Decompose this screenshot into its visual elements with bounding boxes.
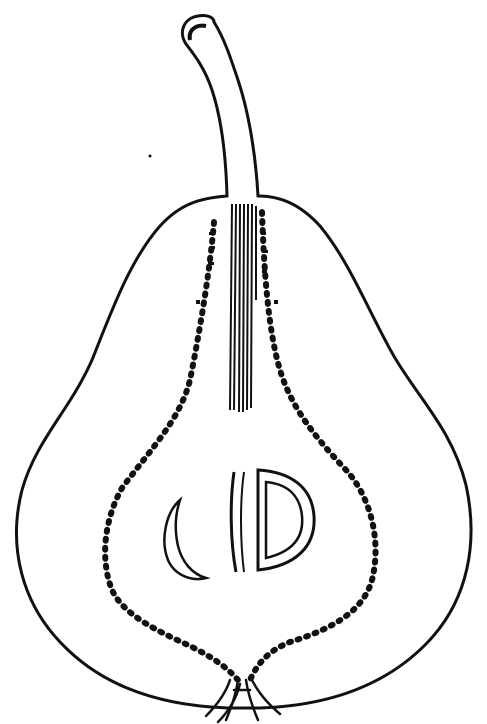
stem-tip-shade bbox=[190, 26, 206, 40]
core-dotted-outline-left bbox=[105, 222, 238, 680]
stem-right-edge bbox=[214, 22, 258, 196]
seed-center-edge bbox=[241, 472, 244, 572]
seed-right-inner bbox=[266, 482, 302, 558]
stem-left-edge bbox=[186, 44, 227, 196]
ink-speck bbox=[149, 155, 152, 158]
core-strands bbox=[230, 204, 256, 412]
seed-center bbox=[231, 472, 236, 572]
stem-tip bbox=[182, 15, 214, 44]
seed-left bbox=[164, 500, 206, 579]
calyx bbox=[206, 680, 280, 722]
